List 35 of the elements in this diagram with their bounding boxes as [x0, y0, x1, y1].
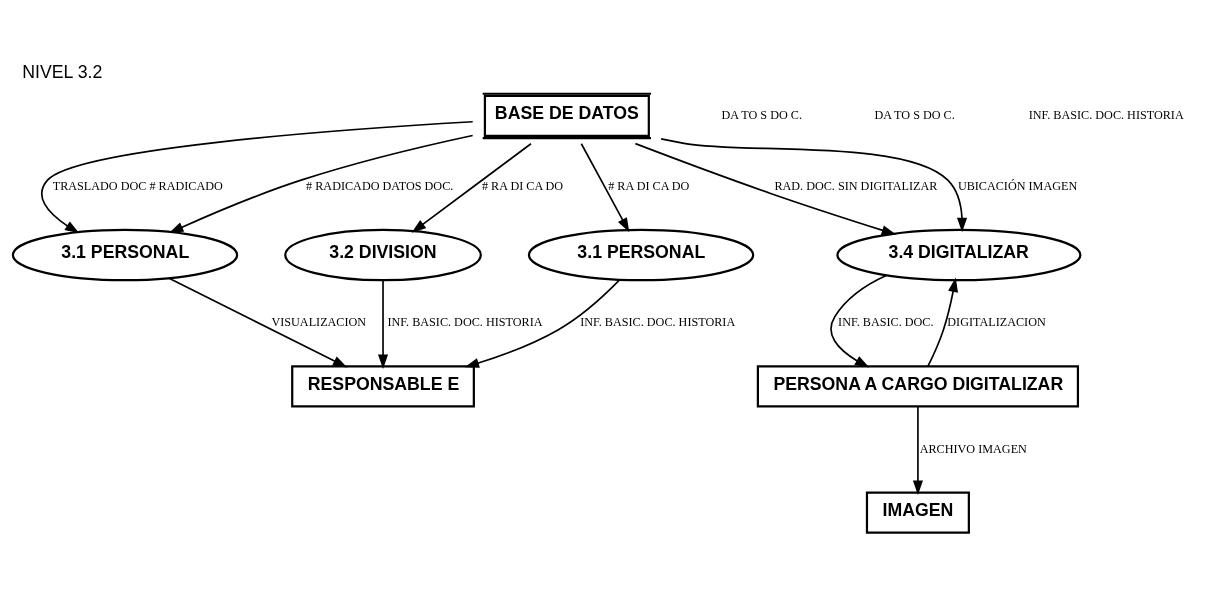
- node-ellipse: 3.1 PERSONAL: [11, 228, 239, 282]
- label: INF. BASIC. DOC. HISTORIA: [1028, 108, 1184, 123]
- edge-label: DIGITALIZACION: [947, 315, 1046, 330]
- edge-label: TRASLADO DOC # RADICADO: [52, 178, 223, 193]
- arrow: [411, 142, 532, 233]
- diagram-title: NIVEL 3.2: [22, 62, 103, 83]
- node-ellipse: 3.2 DIVISION: [284, 228, 482, 282]
- arrow: [169, 134, 474, 234]
- arrow: [830, 274, 888, 368]
- edge-label: INF. BASIC. DOC. HISTORIA: [580, 315, 736, 330]
- arrow: [41, 120, 474, 234]
- edge-label: VISUALIZACION: [271, 315, 367, 330]
- node-box: RESPONSABLE E: [291, 365, 475, 408]
- node-box: IMAGEN: [865, 491, 970, 534]
- arrow: [912, 405, 923, 496]
- arrow: [464, 278, 621, 368]
- arrow: [168, 277, 348, 368]
- edge-label: UBICACIÓN IMAGEN: [957, 178, 1078, 193]
- edge-label: # RA DI CA DO: [608, 178, 690, 193]
- edge-label: INF. BASIC. DOC.: [838, 315, 934, 330]
- edge-label: # RADICADO DATOS DOC.: [306, 178, 454, 193]
- arrow: [377, 279, 389, 369]
- node-ellipse: 3.4 DIGITALIZAR: [836, 228, 1082, 282]
- node-ellipse: 3.1 PERSONAL: [527, 228, 755, 282]
- arrow: [927, 277, 959, 368]
- edge-label: # RA DI CA DO: [481, 178, 564, 193]
- arrow: [660, 138, 968, 233]
- edge-label: INF. BASIC. DOC. HISTORIA: [387, 315, 543, 330]
- label: DA TO S DO C.: [721, 108, 802, 123]
- arrow: [580, 142, 630, 233]
- arrow: [634, 142, 897, 236]
- edge-label: RAD. DOC. SIN DIGITALIZAR: [774, 178, 938, 193]
- label: DA TO S DO C.: [874, 108, 955, 123]
- edge-label: ARCHIVO IMAGEN: [919, 441, 1027, 456]
- node-box: PERSONA A CARGO DIGITALIZAR: [756, 365, 1080, 408]
